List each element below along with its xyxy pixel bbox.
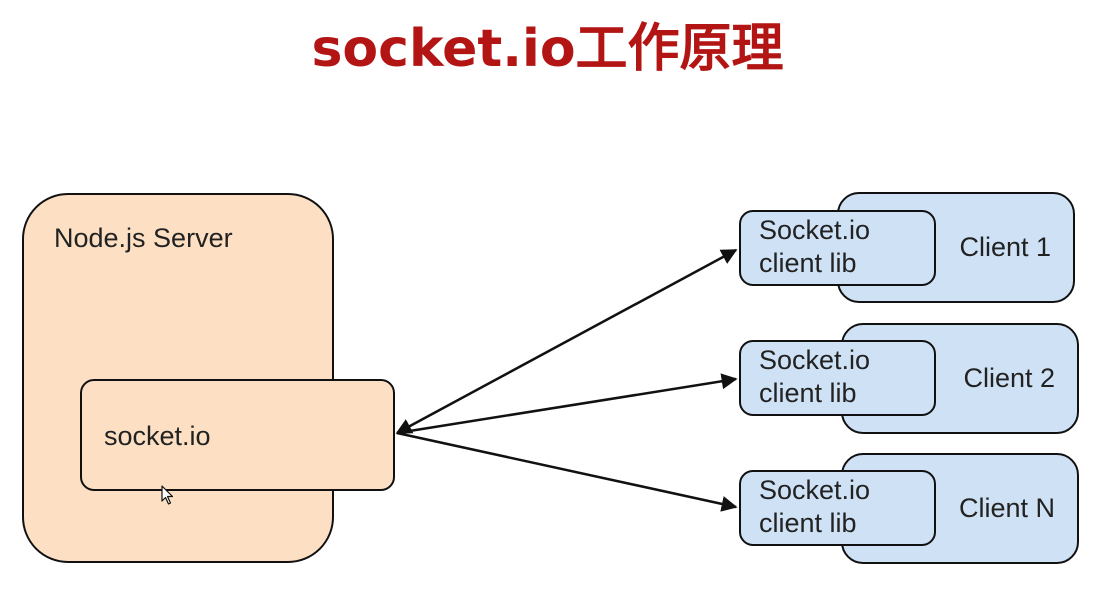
client-1-lib-line1: Socket.io bbox=[759, 215, 871, 245]
client-2-box: Client 2 bbox=[841, 323, 1079, 434]
client-1-lib-line2: client lib bbox=[759, 248, 857, 278]
socketio-module-label: socket.io bbox=[104, 421, 211, 451]
node-server-box: Node.js Server bbox=[22, 193, 334, 563]
client-n-label: Client N bbox=[958, 493, 1055, 523]
client-n-lib-line2: client lib bbox=[759, 508, 857, 538]
node-server-label: Node.js Server bbox=[54, 223, 233, 253]
client-1-label: Client 1 bbox=[959, 232, 1051, 262]
arrow-to-client-2 bbox=[396, 373, 738, 435]
arrow-to-client-1 bbox=[395, 248, 738, 435]
client-2-label: Client 2 bbox=[963, 363, 1055, 393]
client-2-lib-line2: client lib bbox=[759, 378, 857, 408]
page-title: socket.io工作原理 bbox=[311, 19, 784, 79]
arrow-to-client-n bbox=[396, 431, 738, 512]
client-1-lib-box: Socket.io client lib bbox=[739, 210, 936, 286]
client-n-lib-label: Socket.io client lib bbox=[759, 474, 870, 540]
client-n-lib-line1: Socket.io bbox=[759, 475, 871, 505]
socketio-server-module: socket.io bbox=[80, 379, 395, 491]
mouse-pointer-icon bbox=[161, 485, 174, 505]
client-1-lib-label: Socket.io client lib bbox=[759, 214, 870, 280]
client-2-lib-line1: Socket.io bbox=[759, 345, 871, 375]
client-2-lib-label: Socket.io client lib bbox=[759, 344, 870, 410]
client-n-lib-box: Socket.io client lib bbox=[739, 470, 936, 546]
client-2-lib-box: Socket.io client lib bbox=[739, 340, 936, 416]
